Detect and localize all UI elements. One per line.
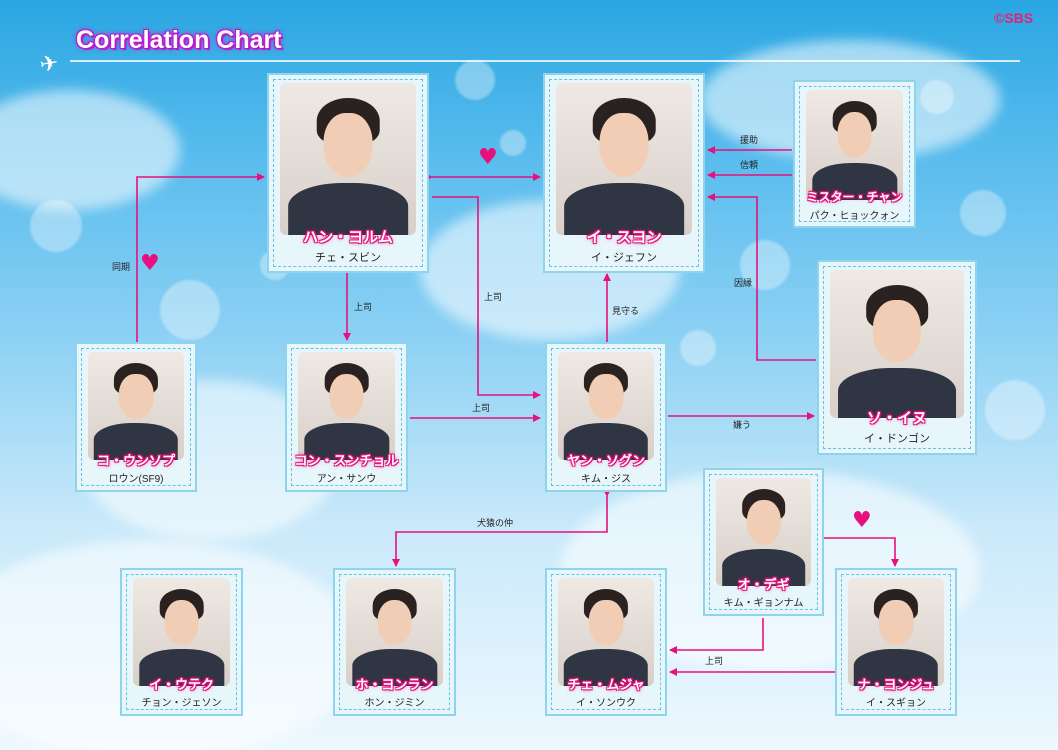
character-card-yan[interactable]: ヤン・ソグン キム・ジス <box>545 342 667 492</box>
bokeh-decoration <box>960 190 1006 236</box>
character-photo <box>556 83 692 235</box>
character-photo <box>558 352 654 460</box>
character-card-ute[interactable]: イ・ウテク チョン・ジェソン <box>120 568 243 716</box>
character-name: イ・ウテク <box>148 677 214 692</box>
actor-name: イ・ソンウク <box>576 698 636 709</box>
character-card-mister[interactable]: ミスター・チャン パク・ヒョックォン <box>793 80 916 228</box>
title-underline <box>70 60 1020 62</box>
label-fate: 因縁 <box>734 277 752 288</box>
character-photo <box>133 578 230 686</box>
link-oh-na <box>824 537 899 567</box>
copyright-label: ©SBS <box>994 10 1034 26</box>
character-name: コン・スンチョル <box>294 453 399 468</box>
bokeh-decoration <box>985 380 1045 440</box>
bokeh-decoration <box>500 130 526 156</box>
character-name: イ・スヨン <box>586 229 662 246</box>
character-name: ソ・イヌ <box>866 410 927 427</box>
character-name: ホ・ヨンラン <box>355 677 434 692</box>
link-han-yan <box>432 196 541 399</box>
actor-name: イ・ドンゴン <box>864 433 930 445</box>
actor-name: キム・ギョンナム <box>723 598 804 609</box>
heart-icon: ♥ <box>852 508 872 533</box>
character-card-ko[interactable]: コ・ウンソプ ロウン(SF9) <box>75 342 197 492</box>
character-photo <box>830 270 964 418</box>
cloud-decoration <box>0 90 180 210</box>
label-watch: 見守る <box>612 305 639 316</box>
label-support: 援助 <box>740 134 758 145</box>
label-boss-yan: 上司 <box>472 403 490 413</box>
actor-name: イ・スギョン <box>866 698 926 709</box>
actor-name: チョン・ジェソン <box>141 698 222 709</box>
bokeh-decoration <box>680 330 716 366</box>
link-yan-ho <box>392 489 611 567</box>
character-name: ミスター・チャン <box>806 190 903 204</box>
label-feud: 犬猿の仲 <box>477 517 513 528</box>
character-card-lee[interactable]: イ・スヨン イ・ジェフン <box>543 73 705 273</box>
character-photo <box>806 90 903 200</box>
character-name: ナ・ヨンジュ <box>857 677 935 692</box>
label-dislike: 嫌う <box>733 419 751 430</box>
character-photo <box>88 352 184 460</box>
actor-name: パク・ヒョックォン <box>809 211 900 222</box>
character-card-oh[interactable]: オ・デギ キム・ギョンナム <box>703 468 824 616</box>
label-trust: 信頼 <box>740 159 758 170</box>
bokeh-decoration <box>30 200 82 252</box>
heart-icon: ♥ <box>478 145 498 170</box>
label-boss-han: 上司 <box>484 292 502 302</box>
label-colleague: 同期 <box>112 262 130 272</box>
character-card-na[interactable]: ナ・ヨンジュ イ・スギョン <box>835 568 957 716</box>
actor-name: キム・ジス <box>581 474 631 485</box>
character-photo <box>280 83 416 235</box>
label-boss-oh: 上司 <box>705 656 723 666</box>
link-ko-han <box>136 173 265 342</box>
label-boss-kon: 上司 <box>354 302 372 312</box>
link-oh-chemu <box>669 618 764 654</box>
character-photo <box>346 578 443 686</box>
chart-title: Correlation Chart <box>76 26 282 54</box>
actor-name: アン・サンウ <box>316 474 377 485</box>
character-photo <box>558 578 654 686</box>
bokeh-decoration <box>160 280 220 340</box>
actor-name: ホン・ジミン <box>364 698 425 709</box>
character-name: チェ・ムジャ <box>567 677 645 692</box>
character-name: コ・ウンソプ <box>96 453 175 468</box>
character-card-ho[interactable]: ホ・ヨンラン ホン・ジミン <box>333 568 456 716</box>
link-so-lee <box>707 193 816 361</box>
actor-name: イ・ジェフン <box>590 252 658 264</box>
character-card-so[interactable]: ソ・イヌ イ・ドンゴン <box>817 260 977 455</box>
character-name: ハン・ヨルム <box>303 229 393 246</box>
character-name: ヤン・ソグン <box>566 453 645 468</box>
character-photo <box>848 578 944 686</box>
character-photo <box>298 352 395 460</box>
character-name: オ・デギ <box>737 577 790 592</box>
actor-name: ロウン(SF9) <box>108 474 164 485</box>
character-card-kon[interactable]: コン・スンチョル アン・サンウ <box>285 342 408 492</box>
bokeh-decoration <box>740 240 790 290</box>
character-photo <box>716 478 811 586</box>
bokeh-decoration <box>455 60 495 100</box>
character-card-han[interactable]: ハン・ヨルム チェ・スビン <box>267 73 429 273</box>
actor-name: チェ・スビン <box>315 252 381 264</box>
character-card-chemu[interactable]: チェ・ムジャ イ・ソンウク <box>545 568 667 716</box>
heart-icon: ♥ <box>140 251 160 276</box>
bokeh-decoration <box>920 80 954 114</box>
